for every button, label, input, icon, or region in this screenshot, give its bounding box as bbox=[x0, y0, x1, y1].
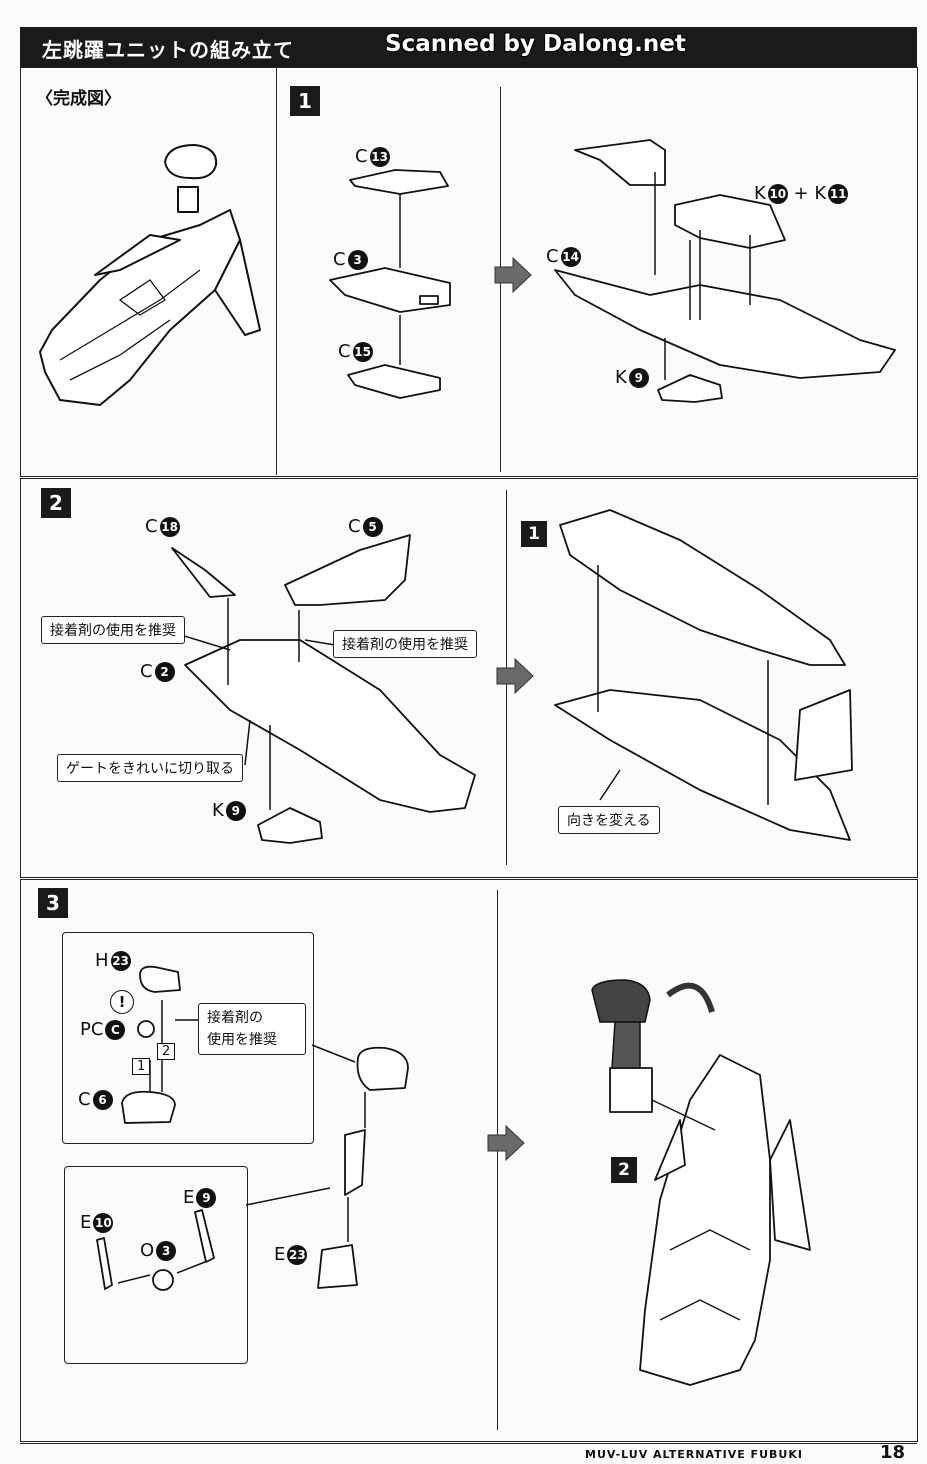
part-prefix: K bbox=[754, 183, 766, 204]
part-prefix: C bbox=[140, 661, 153, 682]
part-prefix: K bbox=[615, 367, 627, 388]
page-title: 左跳躍ユニットの組み立て bbox=[42, 38, 294, 62]
part-number: 9 bbox=[628, 368, 649, 388]
part-prefix: E bbox=[183, 1187, 195, 1208]
part-number: 9 bbox=[225, 801, 246, 821]
part-prefix: E bbox=[274, 1244, 286, 1265]
part-number: 2 bbox=[154, 662, 175, 682]
part-number: 10 bbox=[767, 184, 788, 204]
ref-step-2-badge: 2 bbox=[611, 1157, 637, 1183]
ref-step-1-badge: 1 bbox=[521, 521, 547, 547]
caution-icon: ! bbox=[108, 990, 134, 1014]
part-number: 3 bbox=[347, 250, 368, 270]
step1-next-arrow-icon bbox=[494, 256, 532, 294]
caution-mark: ! bbox=[110, 990, 134, 1014]
glue-note-left: 接着剤の使用を推奨 bbox=[41, 616, 185, 644]
gate-trim-note: ゲートをきれいに切り取る bbox=[57, 754, 243, 782]
glue-note-line-2: 使用を推奨 bbox=[207, 1032, 277, 1048]
order-marker-2: 2 bbox=[157, 1043, 176, 1060]
complete-view-caption: 〈完成図〉 bbox=[36, 89, 121, 109]
section-2-frame bbox=[20, 478, 918, 878]
part-prefix: C bbox=[333, 249, 346, 270]
sub-assembly-box-top bbox=[62, 932, 314, 1144]
part-number: 3 bbox=[156, 1241, 177, 1261]
step3-next-arrow-icon bbox=[487, 1124, 525, 1162]
part-number: 10 bbox=[93, 1213, 114, 1233]
glue-note-right: 接着剤の使用を推奨 bbox=[333, 630, 477, 658]
step-2-badge: 2 bbox=[41, 488, 71, 518]
part-number: 14 bbox=[560, 247, 581, 267]
glue-note-line-1: 接着剤の bbox=[207, 1010, 263, 1026]
part-number: 23 bbox=[287, 1245, 308, 1265]
turn-over-note: 向きを変える bbox=[558, 806, 660, 834]
section-3-frame bbox=[20, 879, 918, 1442]
part-prefix: PC bbox=[80, 1019, 104, 1040]
part-number: C bbox=[105, 1020, 126, 1040]
step3-divider bbox=[497, 890, 498, 1430]
part-prefix: C bbox=[546, 246, 559, 267]
part-prefix: C bbox=[355, 146, 368, 167]
part-number: 6 bbox=[92, 1090, 113, 1110]
page-number: 18 bbox=[880, 1442, 906, 1463]
part-number: 18 bbox=[159, 517, 180, 537]
footer-rule bbox=[20, 1443, 917, 1444]
part-prefix: C bbox=[338, 341, 351, 362]
part-prefix: C bbox=[145, 516, 158, 537]
sub-assembly-box-bottom bbox=[64, 1166, 248, 1364]
glue-note-step3: 接着剤の 使用を推奨 bbox=[198, 1003, 306, 1055]
complete-divider bbox=[276, 67, 277, 475]
part-prefix: C bbox=[348, 516, 361, 537]
part-number: 5 bbox=[362, 517, 383, 537]
step-1-badge: 1 bbox=[290, 86, 320, 116]
step2-next-arrow-icon bbox=[496, 657, 534, 695]
part-number: 15 bbox=[352, 342, 373, 362]
footer-series-name: MUV-LUV ALTERNATIVE FUBUKI bbox=[585, 1448, 803, 1461]
page-header: 左跳躍ユニットの組み立て Scanned by Dalong.net bbox=[20, 27, 917, 67]
part-prefix: H bbox=[95, 950, 109, 971]
part-prefix: C bbox=[78, 1089, 91, 1110]
part-prefix: O bbox=[140, 1240, 155, 1261]
part-number: 11 bbox=[828, 184, 849, 204]
plus-sign: + bbox=[793, 183, 809, 204]
scan-watermark: Scanned by Dalong.net bbox=[385, 31, 686, 57]
part-prefix: K bbox=[814, 183, 827, 204]
order-marker-1: 1 bbox=[132, 1058, 151, 1075]
part-number: 23 bbox=[110, 951, 131, 971]
section-1-frame bbox=[20, 67, 918, 477]
part-number: 9 bbox=[196, 1188, 217, 1208]
part-prefix: E bbox=[80, 1212, 92, 1233]
part-number: 13 bbox=[369, 147, 390, 167]
step-3-badge: 3 bbox=[38, 888, 68, 918]
part-prefix: K bbox=[212, 800, 224, 821]
